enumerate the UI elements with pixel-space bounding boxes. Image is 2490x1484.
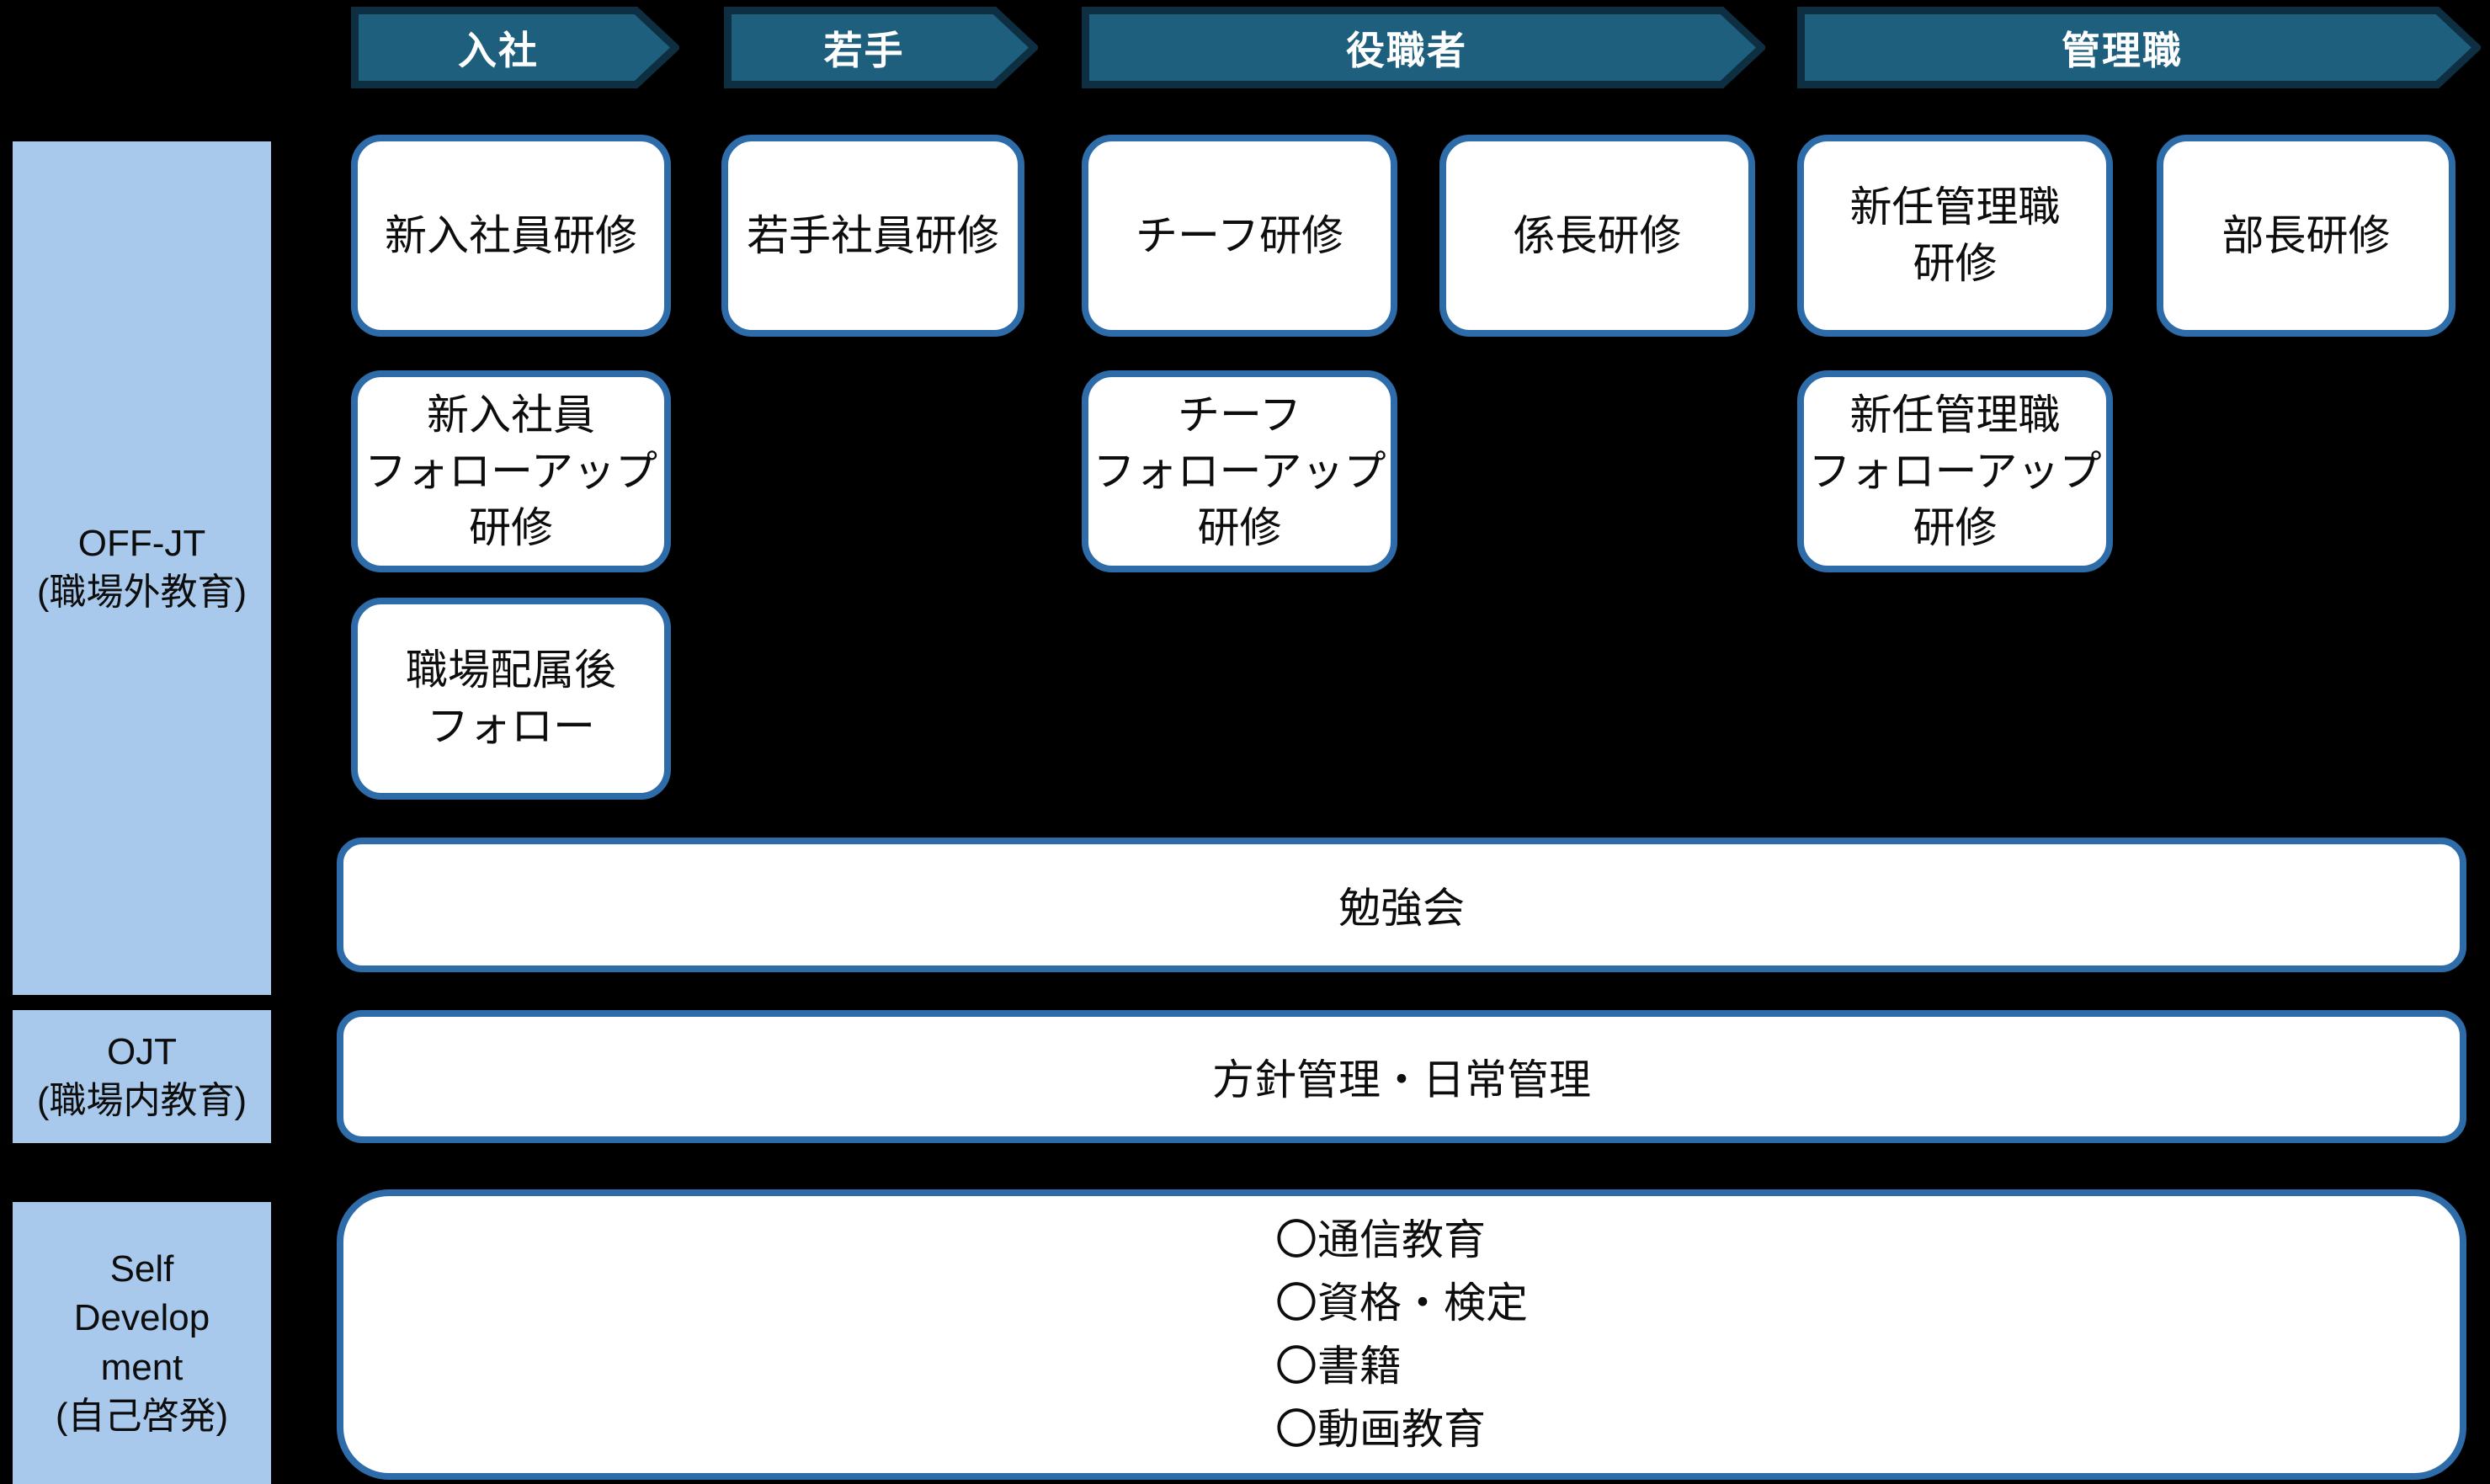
self-development-item: 〇書籍 (1275, 1342, 1402, 1390)
right-arrow-icon (724, 7, 1038, 88)
stage-arrow-supervisor: 役職者 (1082, 7, 1765, 88)
self-development-box: 〇通信教育 〇資格・検定 〇書籍 〇動画教育 (337, 1189, 2466, 1480)
ojt-management-bar: 方針管理・日常管理 (337, 1010, 2466, 1143)
category-self-development: Self Develop ment (自己啓発) (13, 1202, 271, 1484)
category-offjt: OFF-JT (職場外教育) (13, 141, 271, 995)
training-box-section-head: 係長研修 (1439, 135, 1755, 337)
training-box-new-employee: 新入社員研修 (351, 135, 671, 337)
training-box-department-head: 部長研修 (2157, 135, 2455, 337)
self-development-item: 〇動画教育 (1275, 1405, 1486, 1453)
stage-label: 役職者 (1346, 28, 1467, 72)
stage-label: 入社 (458, 28, 539, 72)
training-box-chief: チーフ研修 (1082, 135, 1397, 337)
stage-arrow-joining: 入社 (351, 7, 679, 88)
right-arrow-icon (1797, 7, 2481, 88)
stage-label: 若手 (823, 28, 905, 72)
right-arrow-icon (1082, 7, 1765, 88)
self-development-item: 〇資格・検定 (1275, 1279, 1528, 1327)
training-box-young-employee: 若手社員研修 (721, 135, 1024, 337)
self-development-list: 〇通信教育 〇資格・検定 〇書籍 〇動画教育 (1275, 1209, 1528, 1461)
training-box-new-manager: 新任管理職 研修 (1797, 135, 2113, 337)
training-box-post-assignment-follow: 職場配属後 フォロー (351, 598, 671, 800)
training-box-new-employee-followup: 新入社員 フォローアップ 研修 (351, 370, 671, 572)
stage-arrow-manager: 管理職 (1797, 7, 2481, 88)
stage-arrow-young: 若手 (724, 7, 1038, 88)
right-arrow-icon (351, 7, 679, 88)
training-box-chief-followup: チーフ フォローアップ 研修 (1082, 370, 1397, 572)
stage-label: 管理職 (2062, 28, 2183, 72)
study-session-bar: 勉強会 (337, 838, 2466, 972)
category-ojt: OJT (職場内教育) (13, 1010, 271, 1143)
training-box-new-manager-followup: 新任管理職 フォローアップ 研修 (1797, 370, 2113, 572)
self-development-item: 〇通信教育 (1275, 1215, 1486, 1263)
